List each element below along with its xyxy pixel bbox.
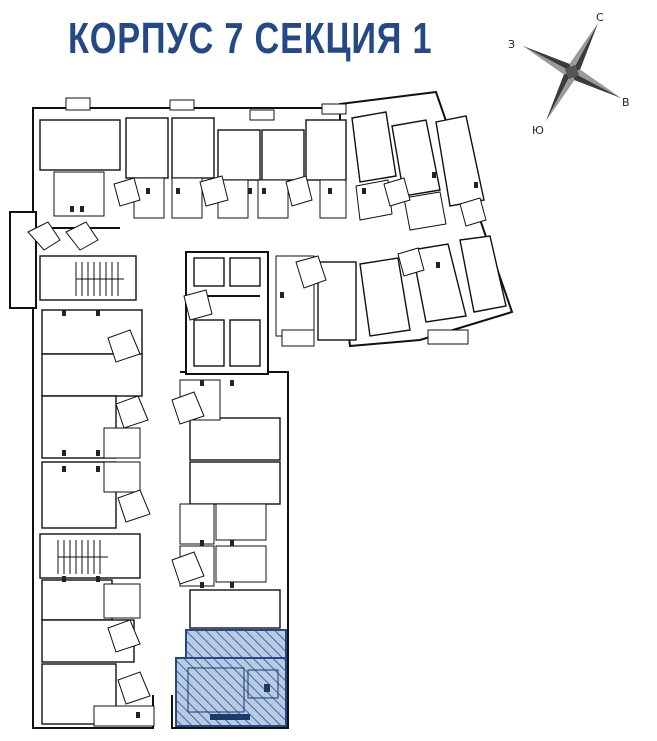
compass-north-label: С — [596, 11, 604, 24]
compass-west-label: З — [508, 38, 515, 51]
compass-rose-icon: С З В Ю — [508, 11, 630, 137]
door-swings — [27, 175, 487, 705]
right-wing-rooms — [275, 111, 507, 347]
highlighted-apartment[interactable] — [175, 629, 287, 727]
compass-south-label: Ю — [532, 124, 544, 137]
fixtures — [62, 172, 478, 718]
compass-east-label: В — [622, 96, 630, 109]
central-core — [185, 251, 269, 375]
page-title: КОРПУС 7 СЕКЦИЯ 1 — [68, 14, 433, 63]
